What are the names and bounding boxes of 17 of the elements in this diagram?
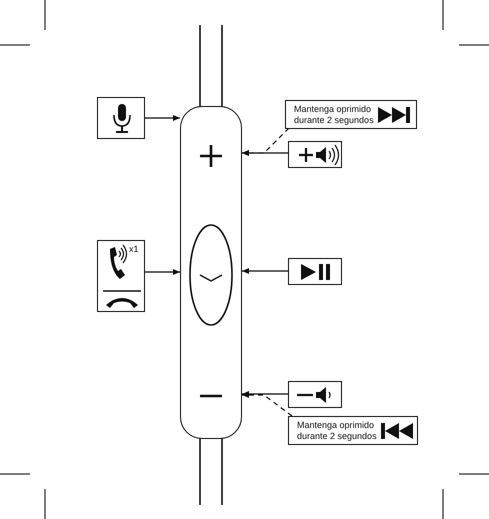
- instruction-box: [285, 100, 417, 129]
- instruction-box: [288, 416, 418, 445]
- icon-box: [97, 97, 145, 139]
- icon-box: [288, 141, 342, 168]
- instruction-text: Mantenga oprimido durante 2 segundos: [294, 104, 374, 126]
- arrow: [242, 392, 292, 416]
- remote-control: [180, 106, 242, 439]
- arrow: [242, 150, 288, 156]
- icon-box: [288, 258, 342, 285]
- icon-box: [97, 240, 145, 312]
- arrow: [145, 269, 180, 275]
- icon-box: [288, 381, 342, 408]
- arrow: [145, 115, 180, 121]
- press-count-label: x1: [129, 244, 139, 255]
- arrow: [242, 268, 288, 274]
- instruction-text: Mantenga oprimido durante 2 segundos: [297, 420, 377, 442]
- arrow: [242, 391, 288, 397]
